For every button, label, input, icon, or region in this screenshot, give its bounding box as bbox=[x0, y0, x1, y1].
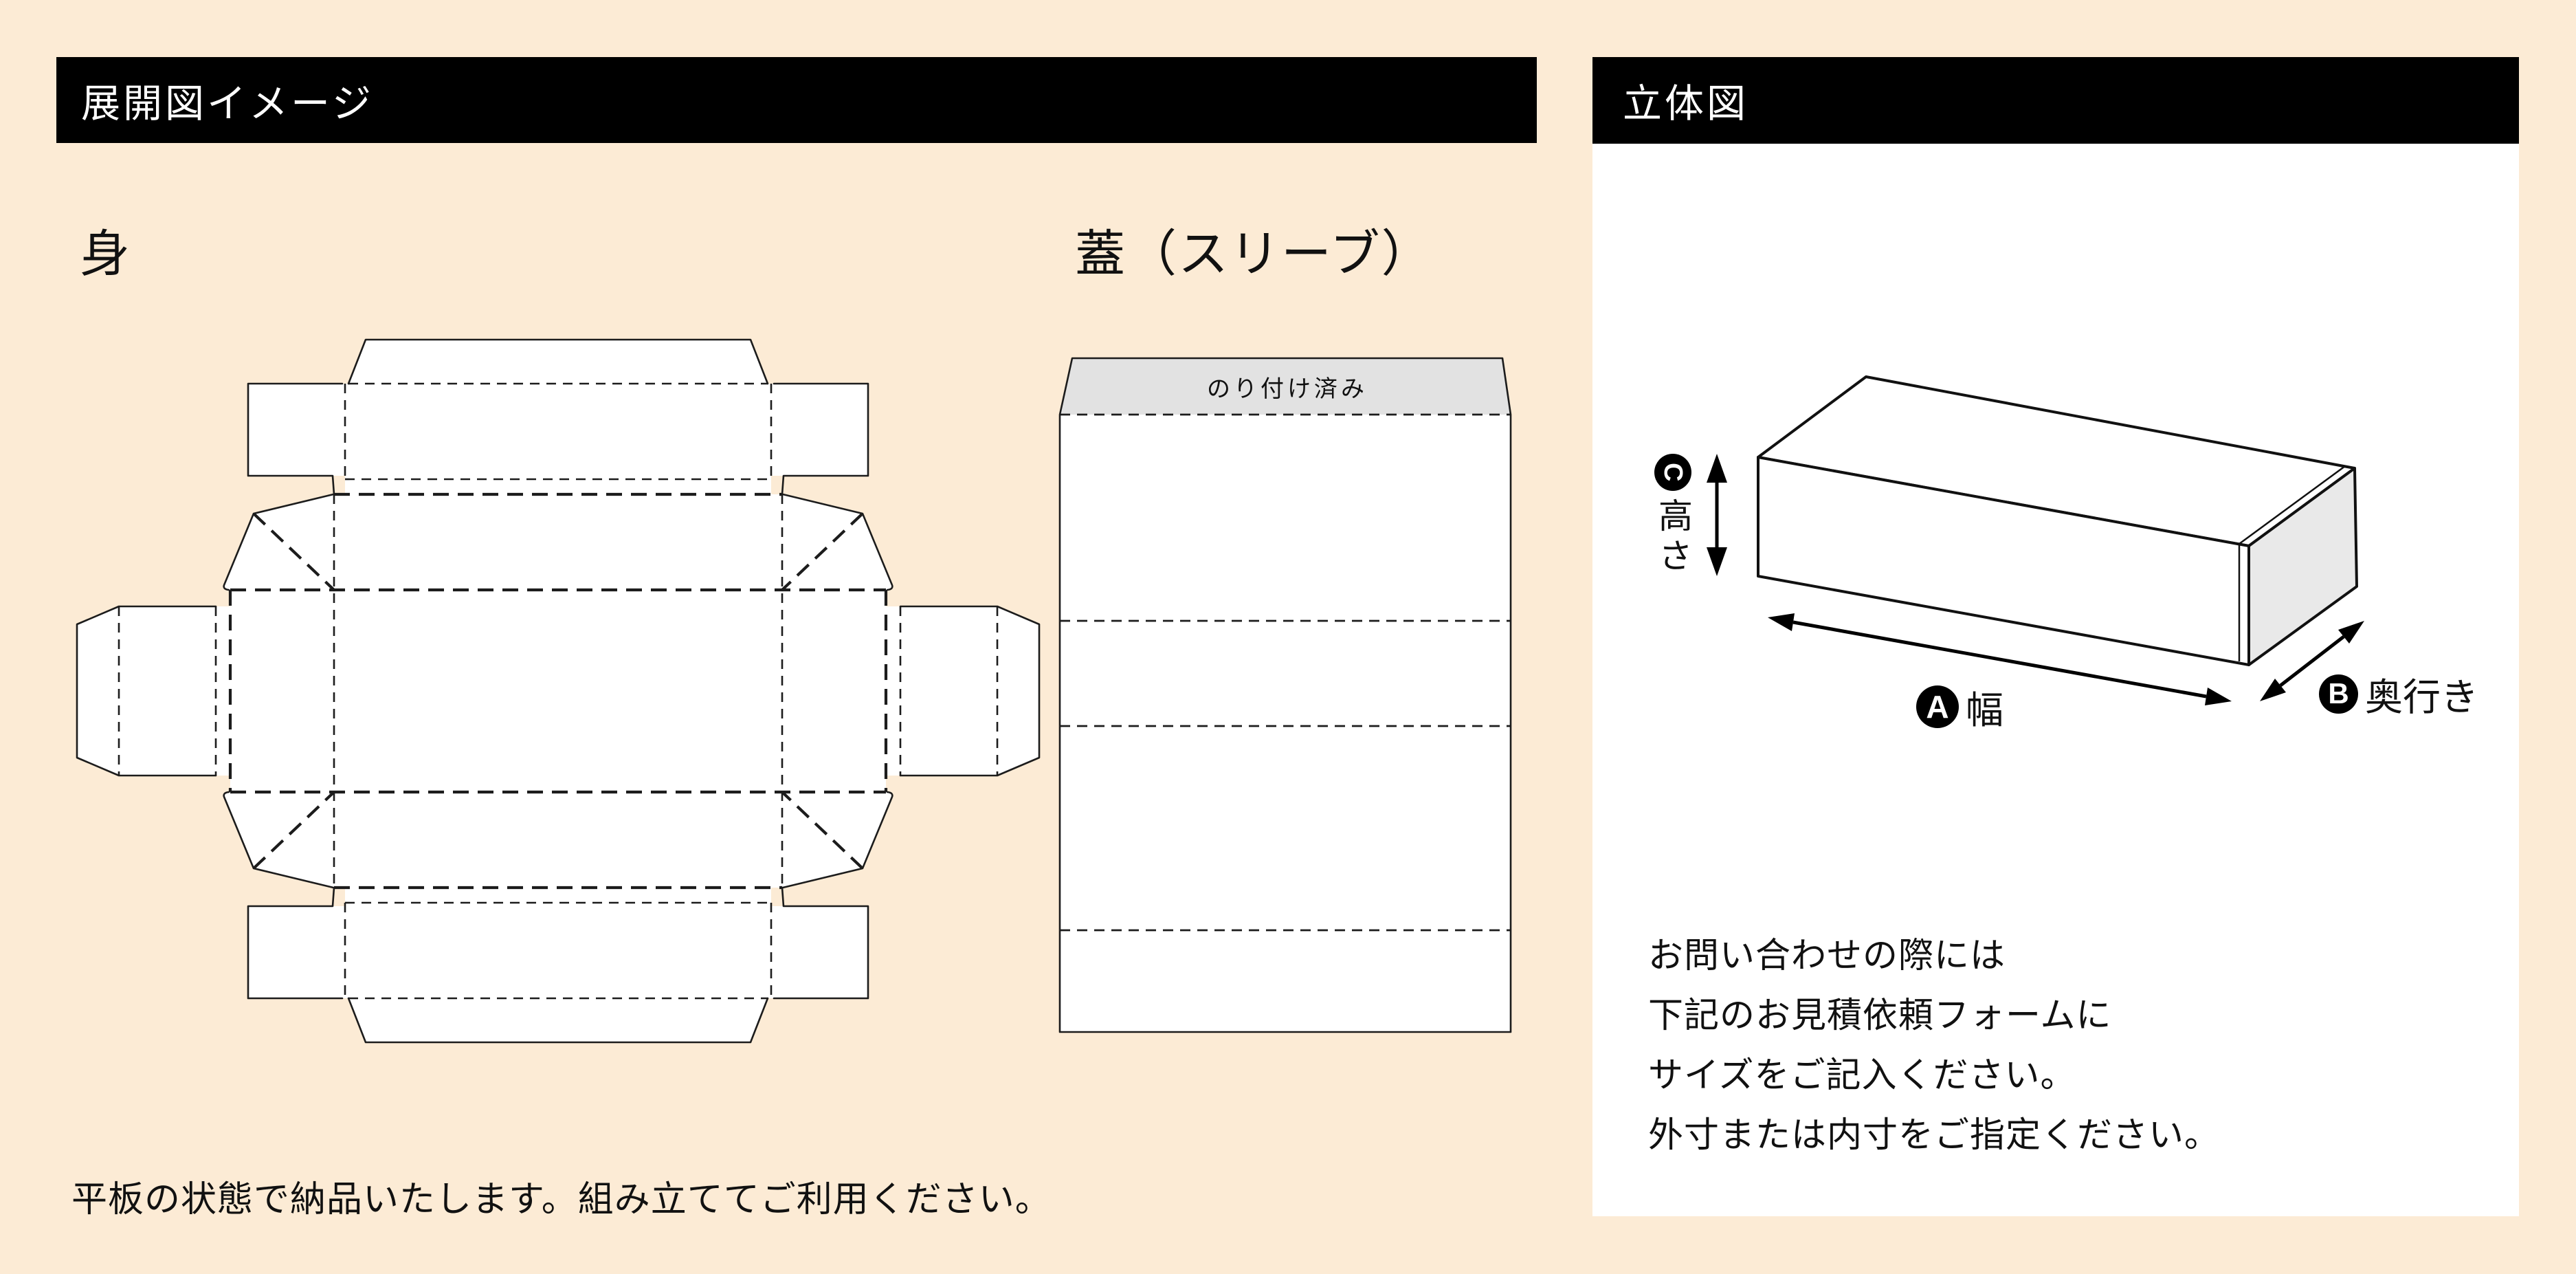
body-dieline-drawing bbox=[76, 338, 1041, 1044]
threed-box-drawing bbox=[1707, 375, 2364, 705]
delivery-footnote: 平板の状態で納品いたします。組み立ててご利用ください。 bbox=[71, 1180, 1052, 1220]
height-dimension-label: C 高さ bbox=[1648, 454, 1698, 578]
dieline-fold-lines-thin bbox=[118, 382, 999, 1000]
height-arrow bbox=[1707, 454, 1727, 576]
lid-part-label: 蓋（スリーブ） bbox=[1075, 226, 1433, 282]
dieline-cut-lines bbox=[76, 338, 1041, 1044]
sleeve-body bbox=[1060, 358, 1511, 1032]
box-front-face bbox=[1757, 456, 2250, 666]
width-text: 幅 bbox=[1966, 689, 2004, 732]
dieline-panels bbox=[77, 340, 1039, 1042]
sleeve-fold-lines bbox=[1060, 413, 1511, 932]
section-header-3d-title: 立体図 bbox=[1623, 82, 1748, 126]
section-header-3d: 立体図 bbox=[1592, 57, 2519, 144]
height-circle-letter: C bbox=[1654, 454, 1691, 491]
section-header-diecut-title: 展開図イメージ bbox=[81, 81, 374, 126]
section-header-diecut: 展開図イメージ bbox=[56, 57, 1537, 143]
depth-text: 奥行き bbox=[2365, 676, 2479, 718]
width-circle-letter: A bbox=[1916, 685, 1959, 728]
contact-note: お問い合わせの際には 下記のお見積依頼フォームに サイズをご記入ください。 外寸… bbox=[1648, 936, 2221, 1154]
dieline-fold-lines-bold bbox=[228, 492, 888, 890]
body-part-label: 身 bbox=[80, 226, 131, 282]
sleeve-edge-lines bbox=[2238, 465, 2346, 661]
depth-arrow bbox=[2260, 621, 2364, 701]
sleeve-glue-strip bbox=[1060, 358, 1511, 415]
threed-panel bbox=[1592, 144, 2519, 1216]
height-text: 高さ bbox=[1654, 498, 1692, 578]
glue-strip-label: のり付け済み bbox=[1207, 376, 1368, 402]
sleeve-dieline-drawing: のり付け済み bbox=[1058, 357, 1512, 1033]
width-arrow bbox=[1768, 613, 2232, 705]
depth-circle-letter: B bbox=[2319, 674, 2358, 714]
